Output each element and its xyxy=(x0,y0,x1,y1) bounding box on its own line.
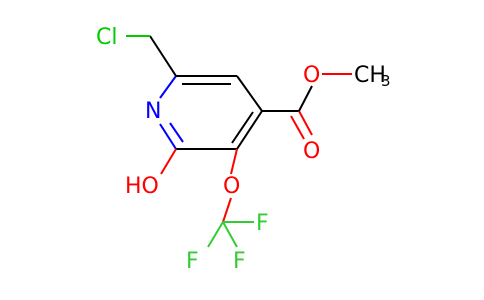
bond-cf3-fleft xyxy=(207,221,224,248)
bond-c6-ch2 xyxy=(149,35,177,77)
fluorine-left-label: F xyxy=(186,249,199,274)
ether-oxygen-label: O xyxy=(223,174,240,199)
bond-ccarb-ocarbonyl-double xyxy=(290,115,305,140)
methyl-label: CH xyxy=(354,63,386,88)
carbonyl-oxygen-label: O xyxy=(303,139,320,164)
bond-c4-c3 xyxy=(236,110,263,150)
fluorine-bottom-label: F xyxy=(233,249,246,274)
bond-c4-c3-double xyxy=(231,111,254,144)
nitrogen-label: N xyxy=(145,99,161,124)
bond-c3-oether xyxy=(230,148,238,175)
bond-c2-oh xyxy=(160,148,177,175)
bond-n-c6 xyxy=(159,75,177,99)
fluorine-top-label: F xyxy=(256,211,269,236)
bond-c2-n xyxy=(159,123,177,150)
bond-ccarb-ocarbonyl xyxy=(298,110,313,136)
bond-cf3-fbottom xyxy=(222,221,238,248)
bond-ccarb-oester xyxy=(298,85,313,112)
bond-c2-n-double xyxy=(169,122,184,143)
hydroxy-label: HO xyxy=(125,174,159,199)
bond-oether-cf3 xyxy=(222,197,232,223)
chlorine-label: Cl xyxy=(96,25,117,50)
methyl-subscript: 3 xyxy=(381,72,391,90)
ester-oxygen-label: O xyxy=(303,63,320,88)
bond-c5-c4 xyxy=(236,75,263,112)
